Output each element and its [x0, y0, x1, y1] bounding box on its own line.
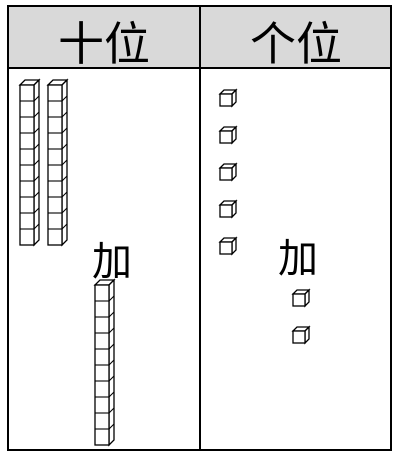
ones-first-addend-cubes	[218, 88, 238, 256]
ten-rod	[18, 78, 41, 247]
table-grid	[7, 5, 392, 451]
tens-plus-label: 加	[92, 239, 132, 285]
unit-cube	[218, 199, 238, 219]
ones-plus-label: 加	[278, 236, 318, 282]
unit-cube	[291, 288, 311, 308]
unit-cube	[218, 88, 238, 108]
ten-rod	[46, 78, 69, 247]
tens-first-addend-rods	[18, 78, 69, 247]
unit-cube	[218, 236, 238, 256]
tens-header: 十位	[58, 17, 150, 71]
unit-cube	[218, 162, 238, 182]
unit-cube	[218, 125, 238, 145]
ones-second-addend-cubes	[291, 288, 311, 345]
ones-header: 个位	[250, 17, 342, 71]
unit-cube	[291, 325, 311, 345]
tens-second-addend-rods	[93, 278, 116, 447]
ten-rod	[93, 278, 116, 447]
